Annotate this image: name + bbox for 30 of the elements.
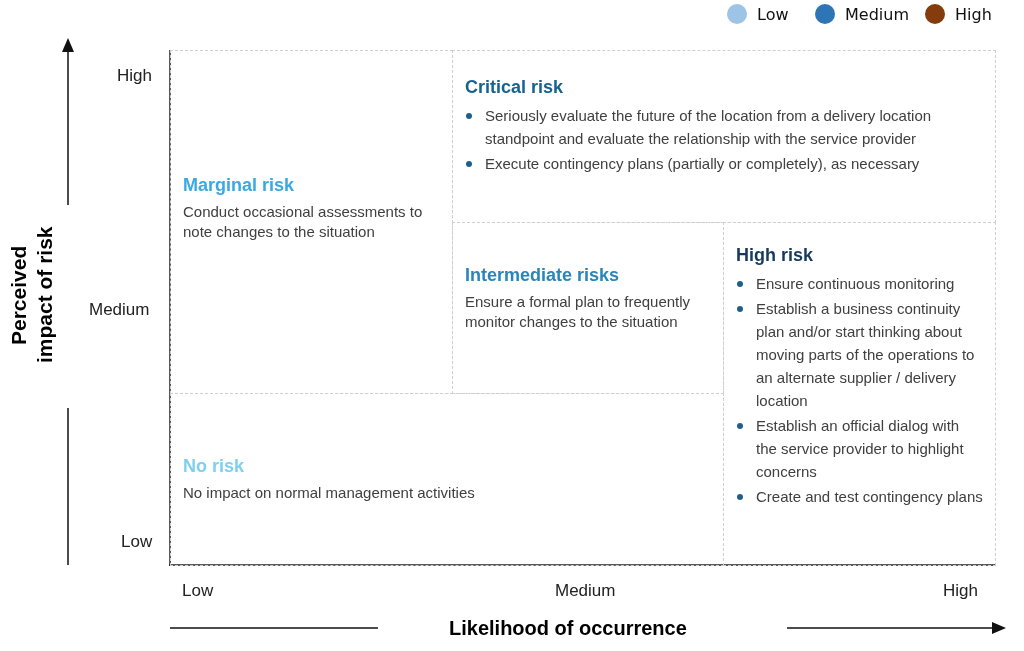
zone-heading: Marginal risk — [183, 175, 295, 196]
zone-heading: Critical risk — [465, 77, 564, 98]
legend-label: Low — [757, 4, 789, 24]
zone-description: Ensure a formal plan to frequently monitor changes to the situation — [465, 292, 692, 332]
bullet-text: Create and test contingency plans — [756, 488, 983, 505]
bullet-text: Establish a business continuity plan and/or start thinking about moving parts of the operations to an alternate supplier / delivery location — [756, 300, 975, 409]
axis-title: Perceived impact of risk — [6, 225, 57, 366]
bullet-text: Seriously evaluate the future of the location from a delivery location standpoint and evaluate the relationship with the service provider — [485, 107, 932, 147]
zone-heading: Intermediate risks — [465, 265, 620, 286]
risk-zone — [170, 50, 453, 394]
bullet-text: Execute contingency plans (partially or completely), as necessary — [485, 155, 920, 172]
legend-label: High — [955, 4, 992, 24]
axis-tick-label: Low — [121, 532, 153, 552]
zone-description: Conduct occasional assessments to note changes to the situation — [183, 202, 424, 242]
risk-zone — [723, 222, 996, 566]
legend-label: Medium — [845, 4, 909, 24]
axis-title: Likelihood of occurrence — [449, 617, 687, 640]
axis-tick-label: High — [117, 66, 152, 86]
axis-tick-label: Low — [182, 581, 214, 601]
axis-tick-label: Medium — [89, 300, 150, 320]
zone-heading: High risk — [736, 245, 814, 266]
risk-zone — [452, 222, 724, 394]
bullet-text: Ensure continuous monitoring — [756, 275, 955, 292]
zone-description: No impact on normal management activities — [183, 483, 476, 503]
risk-zone — [170, 393, 724, 566]
zone-heading: No risk — [183, 456, 245, 477]
bullet-text: Establish an official dialog with the service provider to highlight concerns — [756, 417, 964, 480]
axis-tick-label: High — [943, 581, 978, 601]
axis-tick-label: Medium — [555, 581, 616, 601]
risk-zone — [452, 50, 996, 223]
